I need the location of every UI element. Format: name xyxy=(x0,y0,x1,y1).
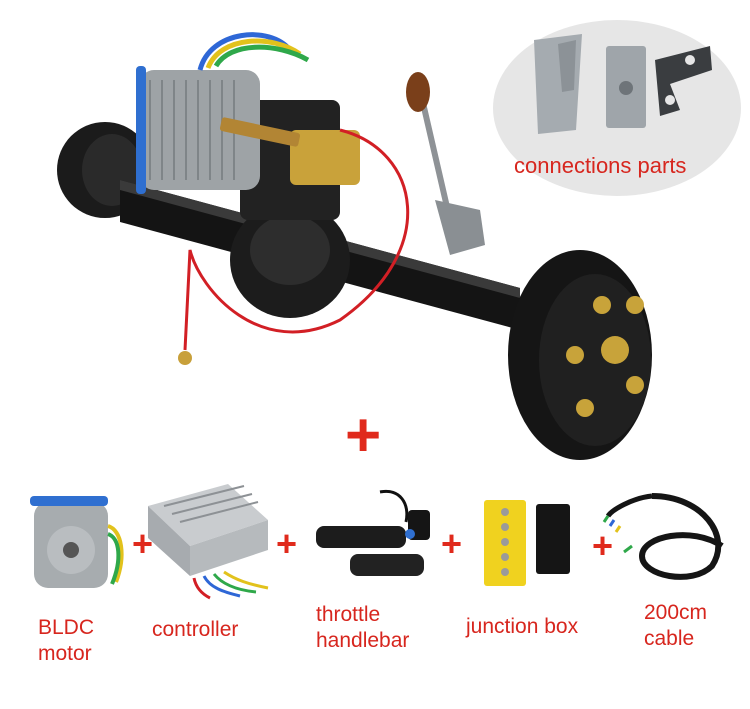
controller-label-line-1: controller xyxy=(152,618,239,641)
junction-box-label: junction box xyxy=(466,614,606,640)
bldc-motor-photo xyxy=(24,486,130,598)
plus-sign-2: + xyxy=(276,523,298,564)
controller-label: controller xyxy=(152,617,272,643)
bldc-motor-label: BLDC motor xyxy=(38,615,118,667)
plus-sign-1: + xyxy=(132,523,154,564)
controller-photo xyxy=(144,484,274,602)
brackets-photo xyxy=(520,30,720,140)
cable-label-line-1: 200cm xyxy=(644,601,708,624)
throttle-label-line-2: handlebar xyxy=(316,629,410,652)
throttle-label-line-1: throttle xyxy=(316,603,381,626)
plus-sign-4: + xyxy=(592,525,614,566)
bldc-motor-label-line-2: motor xyxy=(38,642,92,665)
junction-box-label-line-1: junction box xyxy=(466,615,579,638)
junction-box-photo xyxy=(478,494,578,594)
cable-label: 200cm cable xyxy=(644,600,744,652)
rear-axle-assembly-photo xyxy=(40,30,660,460)
connections-parts-label: connections parts xyxy=(514,153,687,178)
bldc-motor-label-line-1: BLDC xyxy=(38,616,95,639)
throttle-handlebar-photo xyxy=(310,488,440,588)
cable-photo xyxy=(602,486,738,586)
main-plus-sign: + xyxy=(345,401,382,470)
throttle-handlebar-label: throttle handlebar xyxy=(316,602,436,654)
cable-label-line-2: cable xyxy=(644,627,695,650)
plus-sign-3: + xyxy=(441,523,463,564)
